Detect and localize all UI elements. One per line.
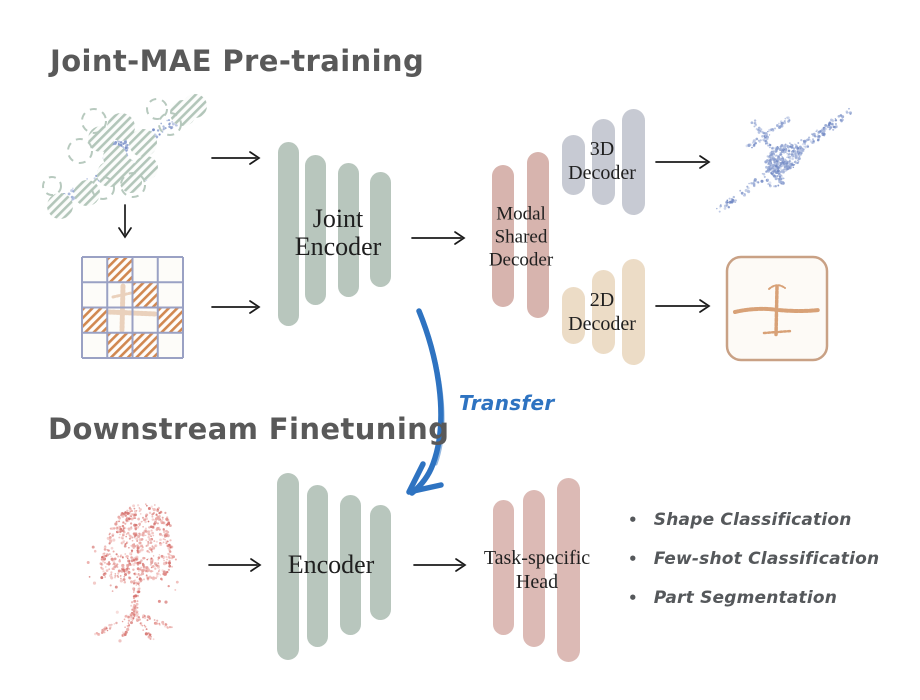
modal-shared-decoder-label: Modal Shared Decoder	[488, 203, 554, 271]
modal-shared-decoder-bar	[527, 152, 549, 318]
decoder-2d-bar	[592, 270, 615, 354]
decoder-3d-bar	[562, 135, 585, 195]
transfer-label: Transfer	[459, 391, 555, 415]
bullet-icon: •	[628, 511, 638, 529]
joint-encoder-label: Joint Encoder	[294, 204, 382, 261]
reconstructed-image-airplane	[725, 255, 829, 362]
bullet-icon: •	[628, 550, 638, 568]
joint-encoder-bar	[278, 142, 299, 326]
finetune-encoder-label: Encoder	[287, 550, 375, 579]
joint-encoder-bar	[370, 172, 391, 287]
downstream-task-list: • Shape Classification • Few-shot Classifi…	[628, 510, 879, 627]
task-head-label: Task-specific Head	[483, 547, 591, 593]
task-label: Part Segmentation	[653, 588, 838, 608]
chair-pointcloud-input	[86, 503, 179, 643]
flow-arrows	[118, 151, 711, 572]
task-item: • Shape Classification	[628, 510, 879, 530]
joint-encoder-bar	[305, 155, 326, 305]
decoder-2d-bar	[622, 259, 645, 365]
decoder-3d-label: 3D Decoder	[568, 138, 636, 184]
decoder-2d-label: 2D Decoder	[568, 289, 636, 335]
task-item: • Part Segmentation	[628, 588, 879, 608]
joint-encoder-bar	[338, 163, 359, 297]
task-item: • Few-shot Classification	[628, 549, 879, 569]
reconstructed-pointcloud-airplane	[716, 107, 853, 213]
bullet-icon: •	[628, 589, 638, 607]
finetuning-title: Downstream Finetuning	[48, 412, 450, 446]
modal-shared-decoder-bar	[492, 165, 514, 307]
task-head-bar	[523, 490, 545, 647]
finetune-encoder-bar	[370, 505, 391, 620]
decoder-3d-bar	[592, 119, 615, 205]
finetune-encoder-bar	[277, 473, 299, 660]
masked-image-input	[81, 256, 184, 359]
decoder-2d-bar	[562, 287, 585, 344]
decoder-3d-bar	[622, 109, 645, 215]
task-label: Few-shot Classification	[653, 549, 880, 569]
task-label: Shape Classification	[653, 510, 852, 530]
masked-pointcloud-input	[42, 94, 207, 219]
task-head-bar	[493, 500, 514, 635]
finetune-encoder-bar	[340, 495, 361, 635]
pretraining-title: Joint-MAE Pre-training	[50, 44, 425, 78]
task-head-bar	[557, 478, 580, 662]
transfer-arrow	[406, 308, 445, 496]
finetune-encoder-bar	[307, 485, 328, 647]
